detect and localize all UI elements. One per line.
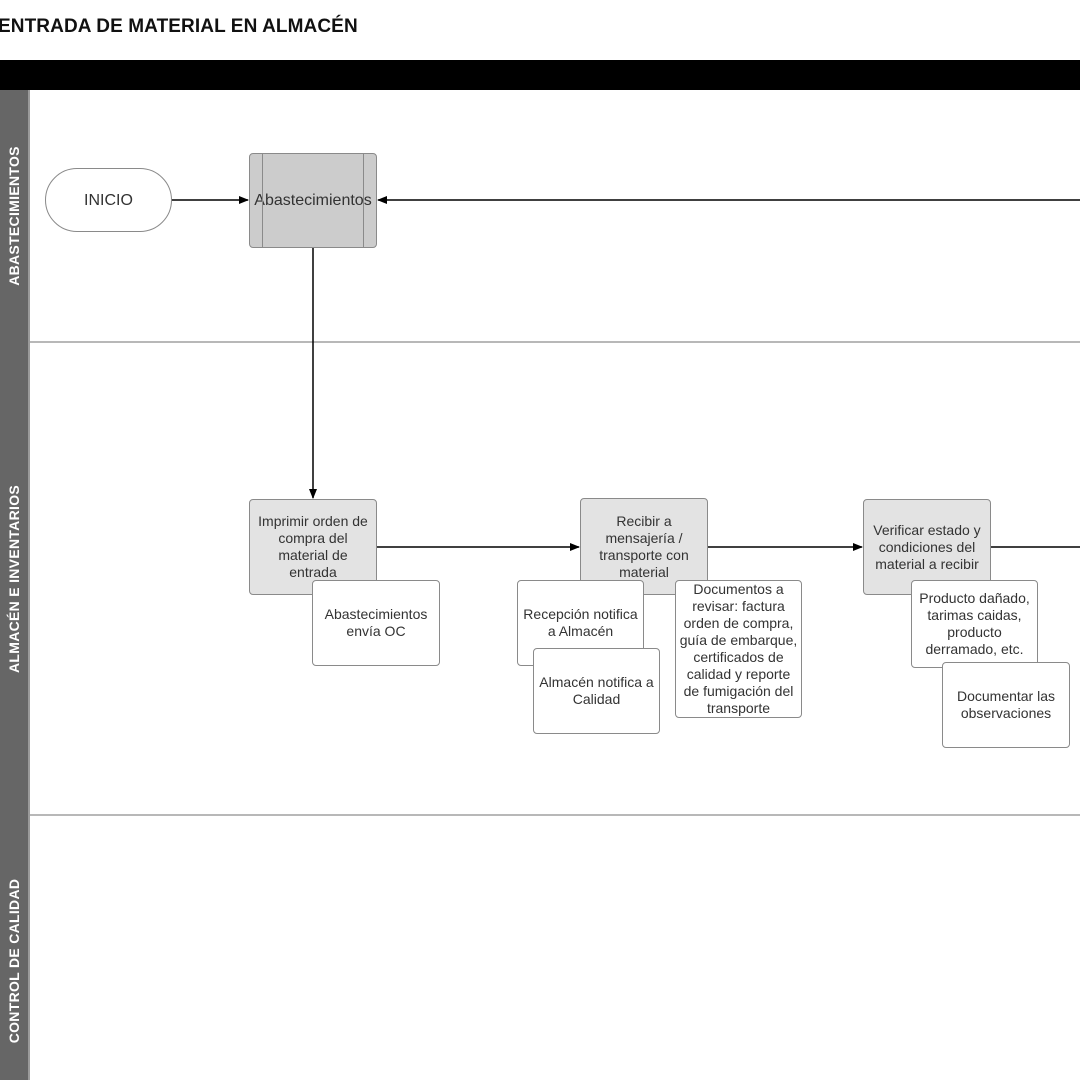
lane-separator	[30, 341, 1080, 343]
note-documentos-revisar[interactable]: Documentos a revisar: factura orden de c…	[675, 580, 802, 718]
process-imprimir-orden[interactable]: Imprimir orden de compra del material de…	[249, 499, 377, 595]
header-bar	[0, 60, 1080, 90]
note-documentar-observaciones[interactable]: Documentar las observaciones	[942, 662, 1070, 748]
diagram-title: ENTRADA DE MATERIAL EN ALMACÉN	[0, 16, 358, 37]
process-recibir-transporte[interactable]: Recibir a mensajería / transporte con ma…	[580, 498, 708, 595]
note-producto-danado[interactable]: Producto dañado, tarimas caidas, product…	[911, 580, 1038, 668]
subprocess-right-bar	[363, 154, 364, 247]
note-envia-oc-text: Abastecimientos envía OC	[324, 606, 428, 639]
process-verificar-estado-label: Verificar estado y condiciones del mater…	[873, 521, 981, 572]
subprocess-abastecimientos[interactable]: Abastecimientos	[249, 153, 377, 248]
subprocess-abastecimientos-label: Abastecimientos	[254, 192, 372, 209]
start-node-label: INICIO	[84, 191, 133, 209]
note-recepcion-notifica-text: Recepción notifica a Almacén	[523, 606, 638, 639]
lane-header-almacen: ALMACÉN E INVENTARIOS	[0, 342, 30, 815]
process-imprimir-orden-label: Imprimir orden de compra del material de…	[258, 513, 368, 580]
start-node[interactable]: INICIO	[45, 168, 172, 232]
note-documentar-observaciones-text: Documentar las observaciones	[956, 688, 1056, 721]
note-documentos-revisar-text: Documentos a revisar: factura orden de c…	[679, 581, 798, 716]
lane-header-abastecimientos: ABASTECIMIENTOS	[0, 90, 30, 342]
subprocess-left-bar	[262, 154, 263, 247]
lane-header-calidad: CONTROL DE CALIDAD	[0, 815, 30, 1080]
process-verificar-estado[interactable]: Verificar estado y condiciones del mater…	[863, 499, 991, 595]
process-recibir-transporte-label: Recibir a mensajería / transporte con ma…	[599, 512, 689, 580]
note-almacen-notifica-calidad[interactable]: Almacén notifica a Calidad	[533, 648, 660, 734]
note-producto-danado-text: Producto dañado, tarimas caidas, product…	[919, 590, 1030, 657]
note-almacen-notifica-calidad-text: Almacén notifica a Calidad	[539, 674, 654, 707]
lane-separator	[30, 814, 1080, 816]
note-envia-oc[interactable]: Abastecimientos envía OC	[312, 580, 440, 666]
